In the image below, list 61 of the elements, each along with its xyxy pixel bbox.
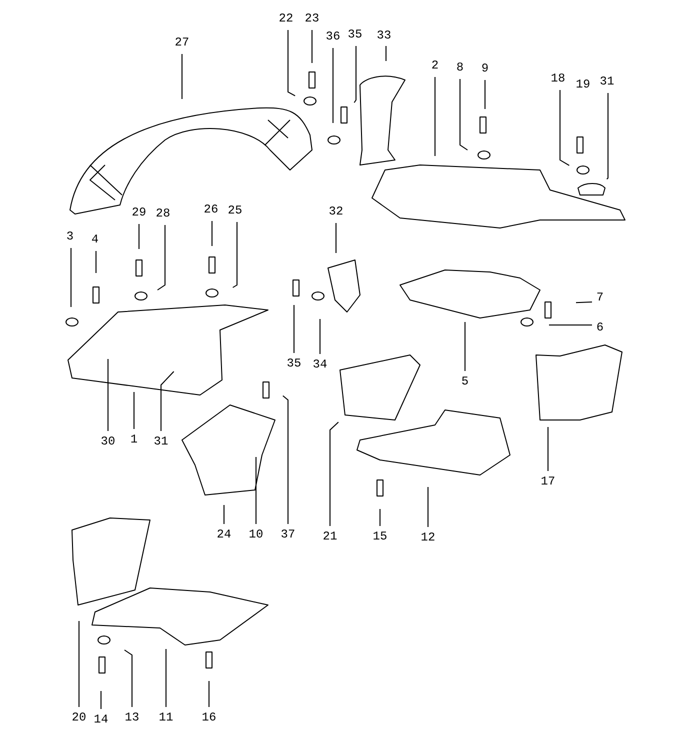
callout-number: 32 [328, 206, 344, 218]
leader-line [560, 90, 570, 166]
callout-number: 11 [158, 712, 174, 724]
callout-number: 7 [596, 292, 604, 304]
callout-number: 22 [278, 12, 294, 26]
leader-line [484, 80, 486, 110]
callout-number: 13 [124, 712, 140, 724]
callout-number: 26 [204, 204, 218, 216]
leader-line [330, 422, 339, 526]
leader-line [354, 46, 356, 104]
callout-number: 17 [540, 476, 556, 488]
callout-number: 1 [130, 434, 138, 446]
callout-number: 29 [132, 206, 146, 220]
callout-number: 36 [326, 30, 340, 44]
callout-number: 18 [550, 72, 566, 86]
leader-line [332, 48, 334, 124]
leader-line [434, 76, 436, 156]
callout-number: 31 [154, 436, 168, 448]
callout-number: 33 [376, 30, 392, 42]
callout-number: 37 [280, 528, 296, 542]
callout-number: 34 [312, 358, 328, 372]
leader-line [576, 302, 592, 304]
callout-number: 35 [286, 358, 302, 370]
callout-number: 24 [216, 528, 232, 542]
leader-line [124, 650, 132, 708]
callout-number: 19 [576, 78, 590, 92]
leader-line [460, 78, 468, 150]
callout-number: 15 [372, 530, 388, 544]
leader-line [208, 680, 210, 708]
callout-number: 2 [431, 60, 439, 72]
callout-number: 8 [456, 62, 464, 74]
callout-number: 14 [94, 714, 108, 726]
callout-number: 10 [248, 528, 264, 542]
leader-line [548, 324, 592, 326]
callout-number: 21 [322, 530, 338, 544]
callout-number: 12 [420, 532, 436, 544]
callout-number: 35 [348, 28, 362, 42]
leader-line [464, 322, 466, 372]
callout-number: 20 [72, 712, 86, 724]
callout-number: 5 [461, 376, 469, 388]
callout-number: 4 [91, 234, 99, 246]
callout-number: 16 [202, 712, 216, 724]
callout-number: 3 [66, 230, 74, 244]
leader-line [160, 371, 174, 432]
leader-line [70, 248, 72, 308]
leader-line [157, 224, 166, 290]
callout-number: 9 [481, 62, 489, 76]
leader-line [138, 224, 140, 250]
callout-number: 28 [156, 208, 170, 220]
callout-number: 23 [304, 12, 320, 26]
callout-number: 6 [596, 322, 604, 334]
leader-line [288, 30, 296, 96]
callout-number: 27 [174, 36, 190, 50]
callout-number: 30 [100, 436, 116, 448]
callout-number: 25 [228, 204, 242, 218]
leader-line [282, 395, 288, 524]
leader-line [100, 690, 102, 710]
leader-line [606, 92, 608, 180]
leader-line [232, 222, 238, 288]
leader-line [78, 620, 80, 708]
callout-number: 31 [600, 76, 614, 88]
